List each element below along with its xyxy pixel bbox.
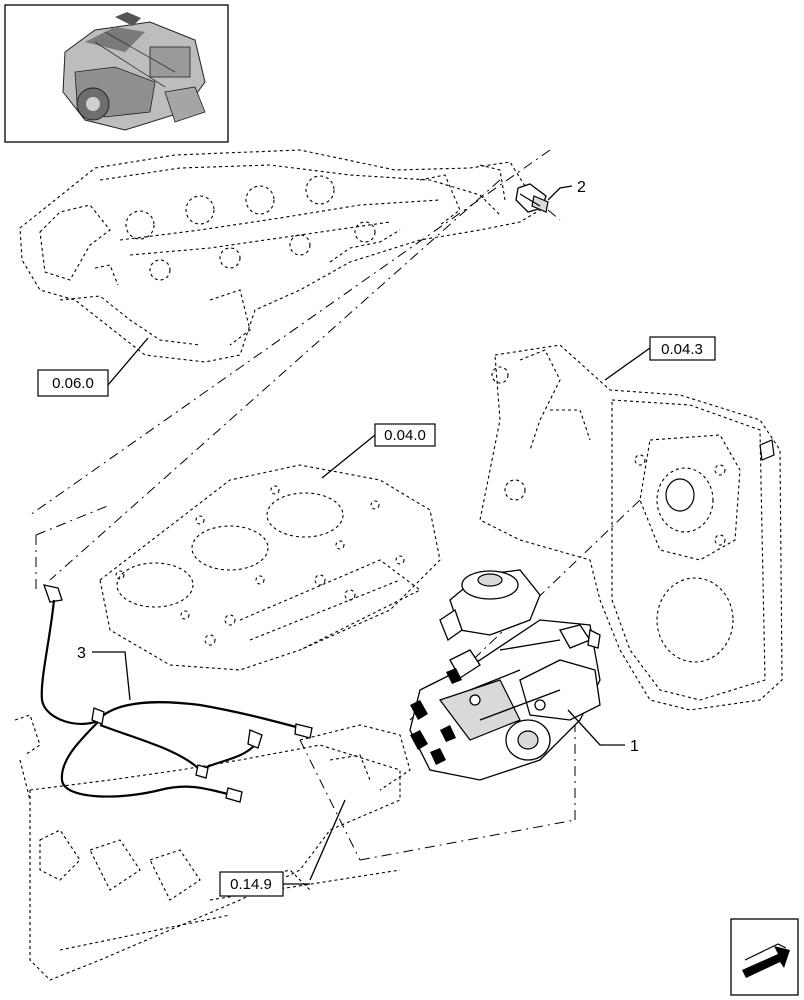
cylinder-head-outline [19,149,541,363]
ref-label-0149: 0.14.9 [230,876,272,893]
gear-housing-outline [479,344,783,711]
item-1-injection-pump[interactable] [409,569,601,781]
callout-label-3: 3 [77,645,86,662]
engine-block-outline [14,714,411,981]
engine-thumbnail-icon[interactable] [4,4,229,143]
item-3-wiring-harness[interactable] [40,584,313,803]
head-gasket-outline [99,464,441,671]
ref-box-0060[interactable]: 0.06.0 [37,369,109,397]
callout-leader-1 [567,709,625,746]
ref-box-0043[interactable]: 0.04.3 [649,336,716,361]
ref-leader-0149 [309,799,346,881]
assembly-line-2 [547,209,561,221]
ref-label-0040: 0.04.0 [384,427,426,444]
callout-leader-2 [547,185,573,201]
ref-box-0040[interactable]: 0.04.0 [374,423,436,447]
assembly-centerlines [29,149,641,861]
next-page-arrow-icon[interactable] [730,918,799,996]
ref-leader-0040 [321,434,376,479]
ref-label-0043: 0.04.3 [661,341,703,358]
ref-label-0060: 0.06.0 [52,375,94,392]
ref-leader-0060 [107,337,149,386]
item-2-plug[interactable] [515,183,549,213]
callout-leader-3 [92,651,131,701]
callout-label-2: 2 [577,179,586,196]
callout-label-1: 1 [630,738,639,755]
ref-box-0149[interactable]: 0.14.9 [219,871,284,897]
ref-leader-0043 [604,347,651,381]
